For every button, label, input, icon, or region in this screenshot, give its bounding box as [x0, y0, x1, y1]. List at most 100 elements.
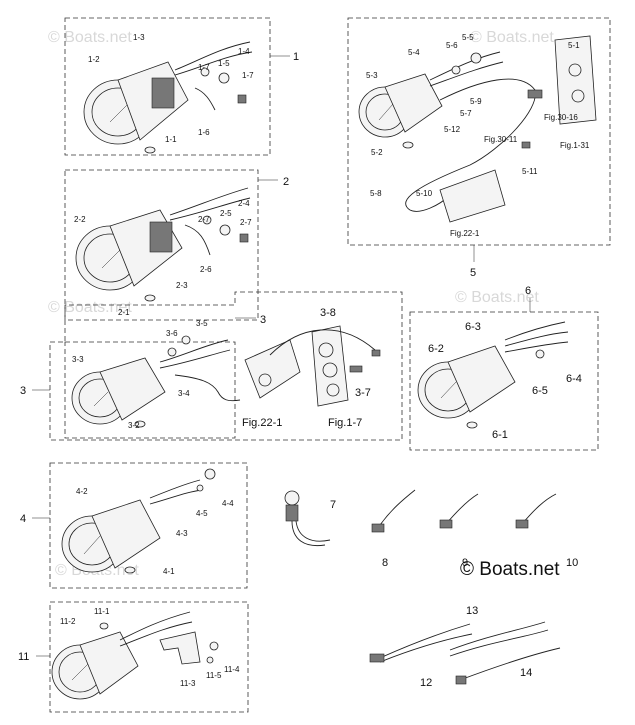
- group-2: 2 2-1 2-2 2-3 2-4 2-5 2-6 2-7 2-7: [64, 169, 289, 321]
- part-label: 3-5: [196, 319, 208, 328]
- nut: [535, 349, 545, 359]
- part-label: 2-5: [220, 209, 232, 218]
- part-label: 5-1: [568, 41, 580, 50]
- part-label: 1-3: [133, 33, 145, 42]
- part-label: 2-7: [198, 215, 210, 224]
- part-label: 13: [466, 605, 478, 617]
- group-number: 4: [20, 513, 26, 525]
- washer: [206, 656, 214, 664]
- inner-box: [64, 341, 236, 439]
- connector: [239, 233, 249, 243]
- part-label: 1-1: [165, 135, 177, 144]
- sensor: [527, 89, 543, 99]
- nut: [218, 72, 230, 84]
- part-label: 5-4: [408, 48, 420, 57]
- bulb: [144, 294, 156, 302]
- group-box: [64, 169, 259, 321]
- connector: [237, 94, 247, 104]
- gauge-housing: [99, 357, 166, 421]
- part-label: 6-4: [566, 373, 582, 385]
- part-label: 1-4: [238, 47, 250, 56]
- part-label: 12: [420, 677, 432, 689]
- part-label: 1-7: [242, 71, 254, 80]
- plate: [554, 35, 597, 125]
- bulb: [144, 146, 156, 154]
- nut: [167, 347, 177, 357]
- part-label: 2-6: [200, 265, 212, 274]
- figure-reference: Fig.22-1: [242, 417, 282, 429]
- harness: [369, 653, 385, 663]
- group-number: 6: [525, 285, 531, 297]
- part-label: 4-4: [222, 499, 234, 508]
- part-label: 5-6: [446, 41, 458, 50]
- part-label: 6-5: [532, 385, 548, 397]
- watermark: © Boats.net: [48, 299, 132, 316]
- bracket: [151, 77, 175, 109]
- group-number: 11: [18, 651, 29, 663]
- part-label: 1-2: [88, 55, 100, 64]
- group-5: 5 5-1 5-2 5-3 5-4 5-5 5-6 5-7 5-8 5-9 5-…: [347, 17, 611, 279]
- figure-reference: Fig.30-16: [544, 113, 578, 122]
- group-number: 2: [283, 176, 289, 188]
- group-box: [49, 601, 249, 713]
- group-6: 6 6-1 6-2 6-3 6-4 6-5: [409, 285, 599, 451]
- nut: [209, 641, 219, 651]
- nut: [181, 335, 191, 345]
- part-label: 1-5: [218, 59, 230, 68]
- part-label: 4-3: [176, 529, 188, 538]
- part-label: 6-3: [465, 321, 481, 333]
- figure-reference: Fig.30-11: [484, 135, 518, 144]
- part-label: 2-4: [238, 199, 250, 208]
- part-label: 5-3: [366, 71, 378, 80]
- nut: [219, 224, 231, 236]
- part-label: 3-8: [320, 307, 336, 319]
- group-number: 3: [20, 385, 26, 397]
- lead-wire: [371, 523, 385, 533]
- group-number: 5: [470, 267, 476, 279]
- brand-mark: © Boats.net: [460, 559, 560, 580]
- nut: [204, 468, 216, 480]
- part-label: 4-2: [76, 487, 88, 496]
- part-label: 5-8: [370, 189, 382, 198]
- part-label: 1-7: [198, 63, 210, 72]
- washer: [196, 484, 204, 492]
- part-label: 3-4: [178, 389, 190, 398]
- part-label: 11-5: [206, 671, 222, 680]
- group-box: [409, 311, 599, 451]
- gauge-housing: [79, 631, 139, 695]
- part-label: 3-2: [128, 421, 140, 430]
- watermark: © Boats.net: [470, 29, 554, 46]
- part-label: 3-3: [72, 355, 84, 364]
- part-label: 11-4: [224, 665, 240, 674]
- lead-wire: [439, 519, 453, 529]
- sensor: [349, 365, 363, 373]
- bulb: [402, 141, 414, 149]
- part-label: 2-2: [74, 215, 86, 224]
- gauge-housing: [91, 499, 161, 569]
- bulb: [99, 622, 109, 630]
- part-label: 6-1: [492, 429, 508, 441]
- watermark-layer: © Boats.net © Boats.net © Boats.net © Bo…: [48, 29, 554, 579]
- connector: [521, 141, 531, 149]
- group-box: [49, 291, 403, 441]
- switch: [284, 490, 300, 506]
- nut: [470, 52, 482, 64]
- bracket: [149, 221, 173, 253]
- part-label: 14: [520, 667, 532, 679]
- group-box: [347, 17, 611, 246]
- part-label: 2-3: [176, 281, 188, 290]
- group-4: 4 4-1 4-2 4-3 4-4 4-5: [20, 462, 248, 589]
- part-label: 3-7: [355, 387, 371, 399]
- part-label: 2-7: [240, 218, 252, 227]
- group-number: 1: [293, 51, 299, 63]
- part-label: 4-1: [163, 567, 175, 576]
- part-label: 11-3: [180, 679, 196, 688]
- part-label: 11-1: [94, 607, 110, 616]
- part-label: 5-12: [444, 125, 461, 134]
- standalone-parts: 7 8 9 10 12 13 14: [284, 489, 578, 689]
- nut: [200, 67, 210, 77]
- part-label: 6-2: [428, 343, 444, 355]
- harness: [455, 675, 467, 685]
- part-label: 5-5: [462, 33, 474, 42]
